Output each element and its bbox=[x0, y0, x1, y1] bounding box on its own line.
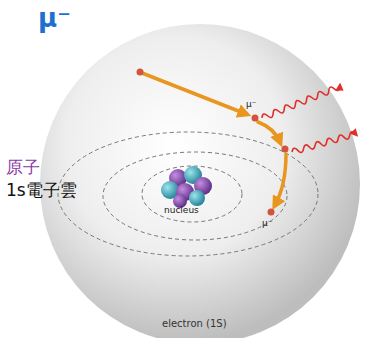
muon-dot bbox=[137, 69, 144, 76]
muon-arrow bbox=[258, 122, 280, 142]
photons bbox=[261, 84, 356, 155]
muon-path bbox=[142, 73, 286, 205]
muon-label: μ⁻ bbox=[246, 100, 256, 110]
muon-arrow bbox=[142, 73, 246, 114]
cloud-label: 1s電子雲 bbox=[6, 181, 77, 200]
atom-label: 原子 bbox=[6, 158, 40, 177]
particle-label: μ⁻ bbox=[38, 4, 71, 33]
middle-orbit bbox=[103, 152, 287, 240]
muon-label: μ⁻ bbox=[262, 219, 272, 229]
muon-arrow bbox=[275, 154, 286, 205]
muon-dot bbox=[252, 115, 259, 122]
nucleus-label: nucleus bbox=[164, 206, 199, 216]
orbits bbox=[58, 132, 318, 256]
inner-orbit bbox=[142, 166, 242, 222]
cloud-caption: electron (1S) bbox=[162, 318, 227, 329]
photon-wave bbox=[291, 131, 356, 155]
photon-wave bbox=[261, 84, 341, 121]
muon-dot bbox=[282, 146, 289, 153]
nucleus-cluster bbox=[161, 166, 212, 208]
muon-dots bbox=[137, 69, 289, 216]
neutron bbox=[189, 190, 205, 206]
muon-dot bbox=[268, 209, 275, 216]
electron-cloud-sphere bbox=[40, 24, 360, 338]
outer-orbit bbox=[58, 132, 318, 256]
